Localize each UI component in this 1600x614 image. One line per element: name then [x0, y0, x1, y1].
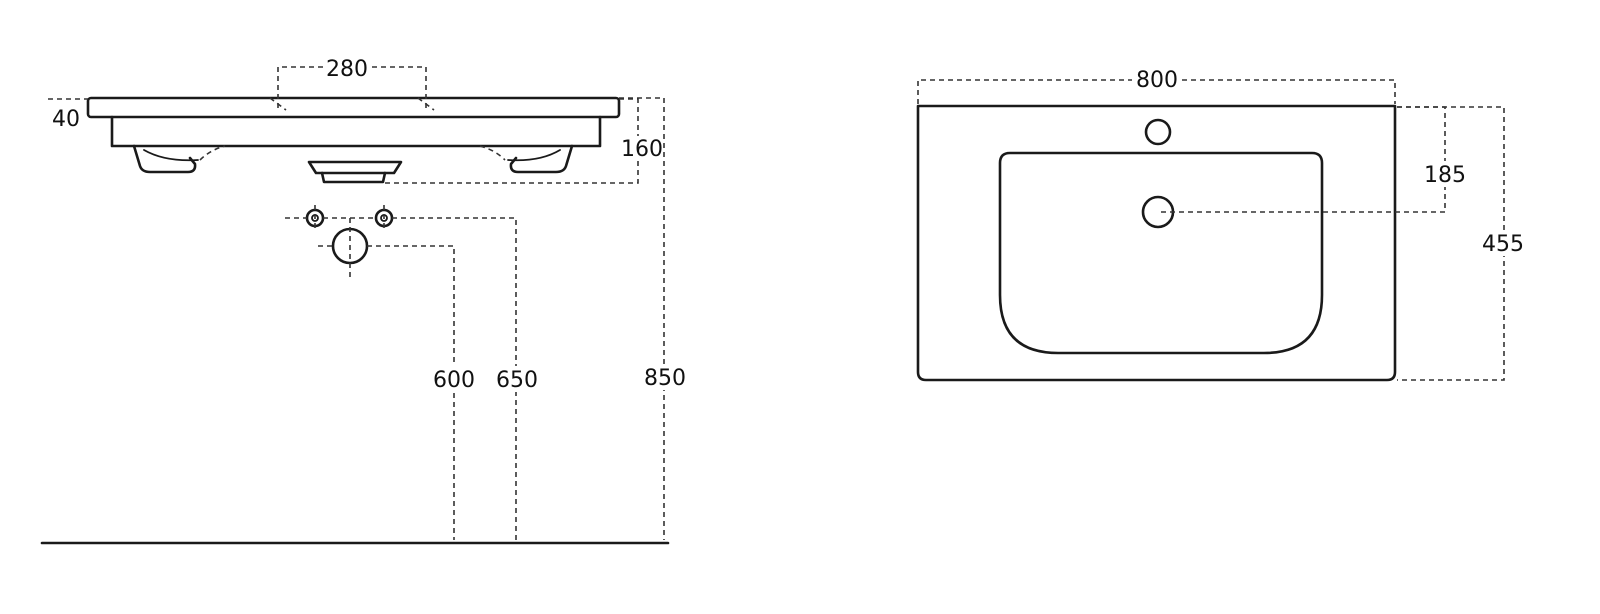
tap-hole [1144, 118, 1172, 146]
dim-455-label: 455 [1482, 232, 1524, 257]
basin-right-curve [507, 149, 561, 162]
top-view: 800 185 455 [916, 66, 1528, 382]
top-view-outline [916, 104, 1397, 382]
basin-left-curve [143, 149, 199, 162]
dim-600-label: 600 [433, 368, 475, 393]
dim-185-label: 185 [1424, 163, 1466, 188]
basin-left-foot [132, 144, 197, 174]
dim-850-line [619, 97, 665, 540]
basin-right-foot [509, 144, 574, 174]
basin-drain-outlet [307, 160, 403, 175]
dim-280-label: 280 [326, 57, 368, 82]
dim-800-label: 800 [1136, 68, 1178, 93]
basin-drain-neck [320, 171, 387, 184]
side-view: 280 40 160 650 600 850 [40, 56, 688, 545]
dim-650-label: 650 [496, 368, 538, 393]
basin-top-slab [86, 96, 621, 119]
basin-hidden-contour [199, 145, 506, 161]
dim-850-label: 850 [644, 366, 686, 391]
drain-hole [1141, 195, 1175, 229]
dim-40-label: 40 [52, 107, 80, 132]
dim-160-line [385, 98, 639, 184]
top-view-bowl [998, 151, 1324, 355]
dim-280-line [277, 66, 427, 108]
basin-body [110, 115, 602, 148]
dim-160-label: 160 [621, 137, 663, 162]
dim-600-line [367, 245, 455, 540]
dim-185-line [1158, 106, 1446, 213]
